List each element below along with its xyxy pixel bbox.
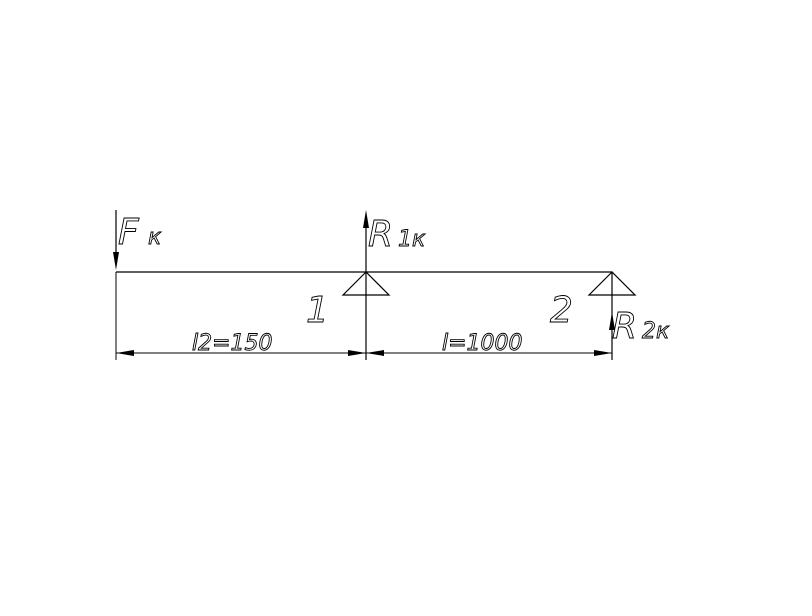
reaction-1-label: R [368,214,393,255]
support-1-label: 1 [306,290,329,331]
reaction-2-subscript: 2к [642,319,670,344]
applied-force-arrow [113,210,119,270]
applied-force-subscript: к [148,225,162,250]
reaction-1-arrow [363,210,369,360]
support-2-label: 2 [550,290,573,331]
span-dimension-line [366,350,612,356]
reaction-1-subscript: 1к [398,227,426,252]
overhang-dimension-label: l2=150 [192,331,273,356]
reaction-2-label: R [612,306,637,347]
reaction-2-arrow [609,272,615,360]
applied-force-label: F [118,212,140,253]
span-dimension-label: l=1000 [442,331,523,356]
overhang-dimension-line [116,350,366,356]
